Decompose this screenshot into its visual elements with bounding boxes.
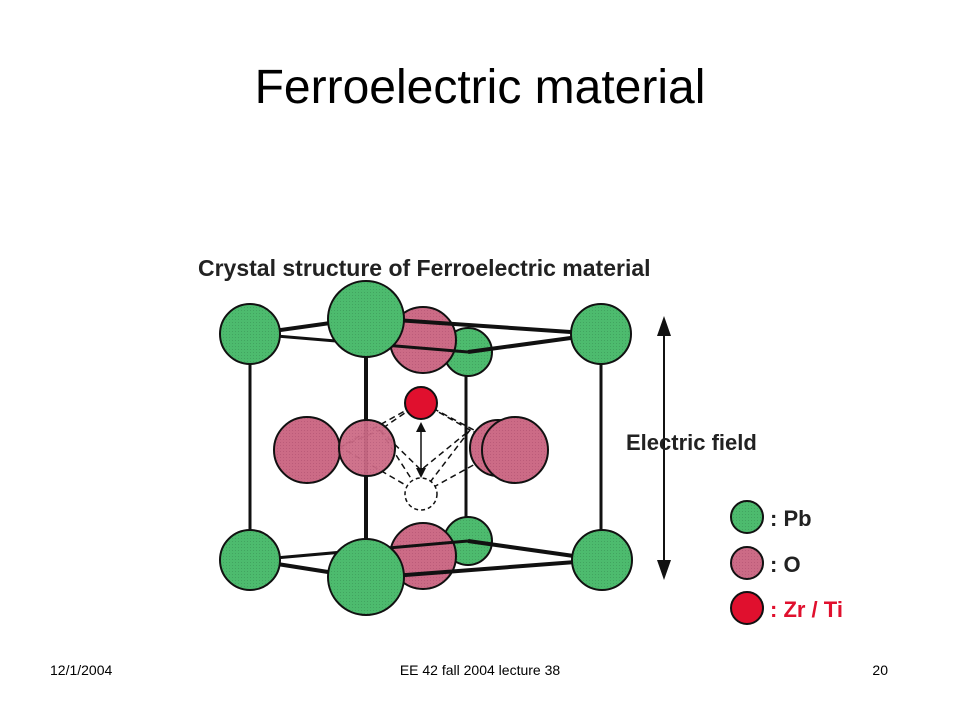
legend-zr-label: : Zr / Ti [770, 597, 843, 622]
displacement-arrow-head [416, 468, 426, 478]
pb-atom [571, 529, 633, 591]
legend-o-label: : O [770, 552, 801, 577]
field-arrow-head [657, 560, 671, 580]
o-atom [273, 416, 341, 484]
ion-position [404, 477, 438, 511]
pb-atom [327, 280, 405, 358]
pb-atom [570, 303, 632, 365]
field-arrow-head [657, 316, 671, 336]
zr-ti-ion [404, 386, 438, 420]
o-atom [338, 419, 396, 477]
legend-pb-icon [730, 500, 764, 534]
pb-atom [219, 529, 281, 591]
cell-edge [365, 558, 603, 580]
field-label: Electric field [626, 430, 757, 455]
cell-edge [365, 316, 601, 336]
footer-page-number: 20 [872, 662, 888, 678]
footer-date: 12/1/2004 [50, 662, 113, 678]
legend-pb-label: : Pb [770, 506, 812, 531]
o-atom [481, 416, 549, 484]
legend: : Pb : O : Zr / Ti [730, 500, 843, 625]
slide-title: Ferroelectric material [254, 61, 706, 114]
pb-atom [219, 303, 281, 365]
legend-o-icon [730, 546, 764, 580]
footer-course: EE 42 fall 2004 lecture 38 [399, 662, 561, 678]
figure-heading: Crystal structure of Ferroelectric mater… [198, 255, 651, 281]
legend-zr-icon [730, 591, 764, 625]
pb-atom [327, 538, 405, 616]
displacement-arrow-head [416, 422, 426, 432]
